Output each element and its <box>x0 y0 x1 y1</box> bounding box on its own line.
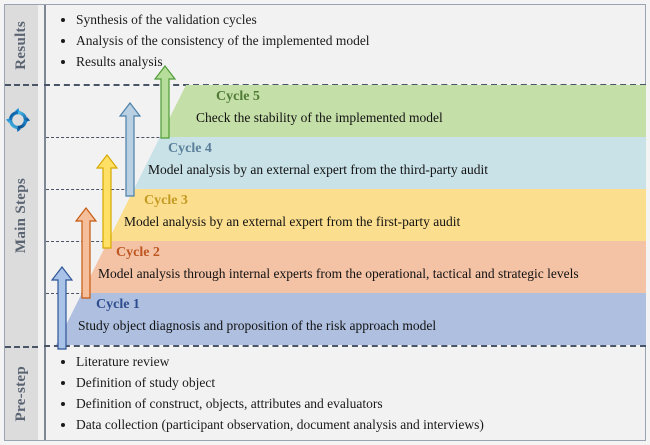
results-bullet: Results analysis <box>76 52 370 71</box>
pre-step-bullets: Literature review Definition of study ob… <box>60 352 484 436</box>
pre-step-bullet: Definition of study object <box>76 373 484 392</box>
band-cycle-5 <box>160 85 646 137</box>
rail-divider-top <box>5 84 38 86</box>
band-desc-cycle-2: Model analysis through internal experts … <box>98 266 579 281</box>
band-desc-cycle-5: Check the stability of the implemented m… <box>196 110 443 125</box>
results-bullet: Analysis of the consistency of the imple… <box>76 31 370 50</box>
arrow-up-cycle-2 <box>75 207 97 299</box>
arrow-up-cycle-5 <box>154 65 176 139</box>
band-cycle-2 <box>82 241 646 293</box>
rail-label-main-steps: Main Steps <box>13 178 29 254</box>
pre-step-bullet: Definition of construct, objects, attrib… <box>76 394 484 413</box>
rail-section-results: Results <box>5 5 38 85</box>
separator-main-pre <box>44 345 646 347</box>
arrow-up-cycle-1 <box>51 266 73 350</box>
band-desc-cycle-1: Study object diagnosis and proposition o… <box>78 318 437 333</box>
band-title-cycle-4: Cycle 4 <box>168 141 212 156</box>
results-bullet: Synthesis of the validation cycles <box>76 10 370 29</box>
band-title-cycle-1: Cycle 1 <box>96 297 140 312</box>
band-cycle-3 <box>108 189 646 241</box>
band-title-cycle-3: Cycle 3 <box>144 193 188 208</box>
stage-rail: Results Main Steps Pre-step <box>5 5 38 440</box>
band-title-cycle-5: Cycle 5 <box>216 89 260 104</box>
cycle-refresh-icon <box>6 108 30 132</box>
pre-step-bullet: Data collection (participant observation… <box>76 415 484 434</box>
band-cycle-4 <box>134 137 646 189</box>
pre-step-bullet: Literature review <box>76 352 484 371</box>
band-title-cycle-2: Cycle 2 <box>116 245 160 260</box>
rail-divider-bottom <box>5 346 38 348</box>
cycle-bands: Cycle 5 Check the stability of the imple… <box>46 85 646 345</box>
arrow-up-cycle-3 <box>96 154 118 249</box>
results-bullets: Synthesis of the validation cycles Analy… <box>60 10 370 73</box>
band-cycle-1 <box>56 293 646 345</box>
rail-label-pre-step: Pre-step <box>13 365 29 422</box>
band-desc-cycle-4: Model analysis by an external expert fro… <box>148 162 489 177</box>
arrow-up-cycle-4 <box>119 102 141 197</box>
rail-label-results: Results <box>13 20 29 70</box>
rail-section-pre-step: Pre-step <box>5 347 38 440</box>
band-desc-cycle-3: Model analysis by an external expert fro… <box>124 214 461 229</box>
